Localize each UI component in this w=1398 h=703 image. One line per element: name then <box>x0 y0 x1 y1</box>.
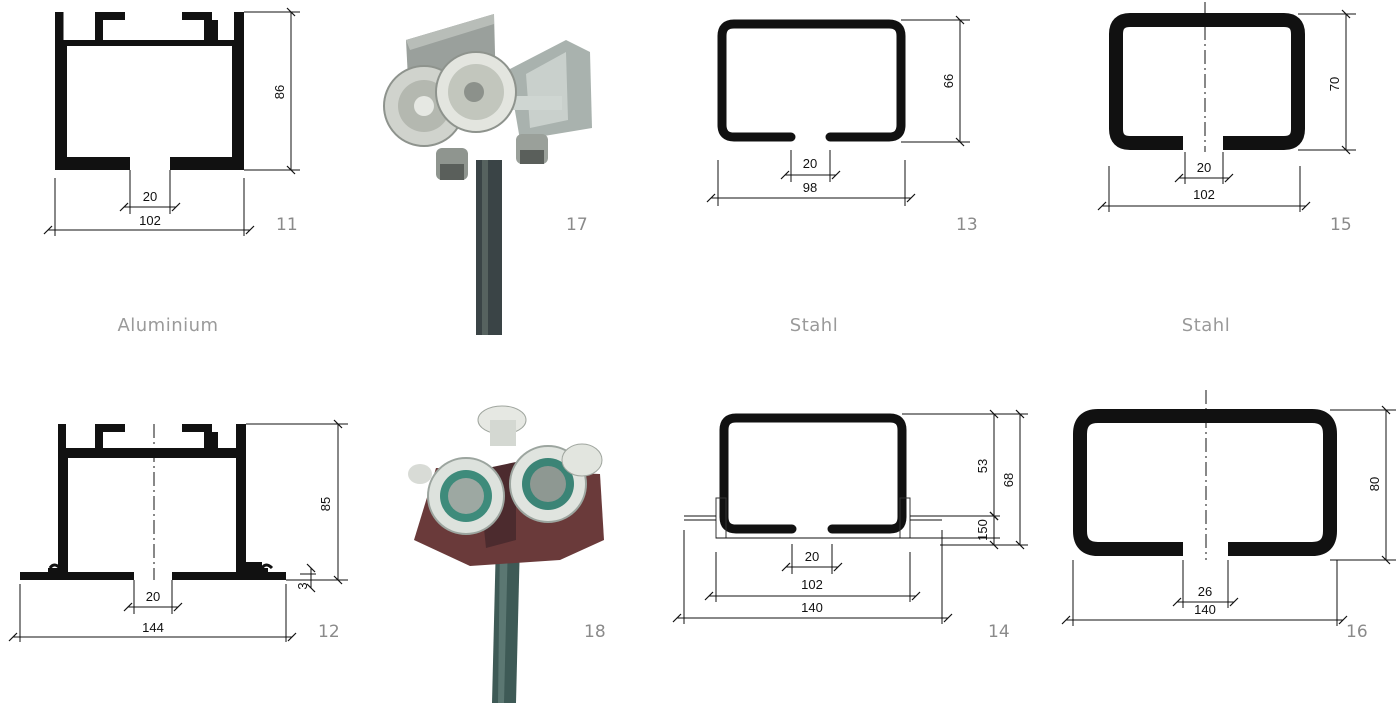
profile-11-shape <box>55 12 244 170</box>
profile-13-steel <box>717 19 906 142</box>
figure-number-17: 17 <box>566 215 588 235</box>
figure-number-11: 11 <box>276 215 298 235</box>
material-label-stahl-1: Stahl <box>790 315 838 336</box>
profile-15-slot: 20 <box>1197 160 1211 175</box>
profile-16-width: 140 <box>1194 602 1216 617</box>
profile-14-height-b: 68 <box>1001 473 1016 487</box>
profile-16-height: 80 <box>1367 477 1382 491</box>
profile-12-height: 85 <box>318 497 333 511</box>
profile-15-shape <box>1109 13 1305 150</box>
figure-number-14: 14 <box>988 622 1010 642</box>
profile-12-aluminium <box>20 424 286 580</box>
profile-11-aluminium <box>55 12 244 170</box>
profile-12-width: 144 <box>142 620 164 635</box>
profile-15-steel <box>1109 2 1305 152</box>
profile-13-slot: 20 <box>803 156 817 171</box>
figure-number-18: 18 <box>584 622 606 642</box>
material-label-stahl-2: Stahl <box>1182 315 1230 336</box>
profile-16-dimensions: 80 26 140 <box>1061 405 1396 626</box>
profile-13-shape <box>717 19 906 142</box>
profile-16-slot: 26 <box>1198 584 1212 599</box>
profile-15-height: 70 <box>1327 77 1342 91</box>
trolley-17-image <box>383 14 592 335</box>
profile-14-height-a: 53 <box>975 459 990 473</box>
profile-13-height: 66 <box>941 74 956 88</box>
profile-14-dimensions: 53 150 68 20 102 140 <box>672 409 1028 624</box>
profile-12-lip: 3 <box>295 582 310 589</box>
profile-11-height: 86 <box>272 85 287 99</box>
profile-15-width: 102 <box>1193 187 1215 202</box>
profile-12-shape <box>20 424 286 580</box>
profile-16-shape <box>1073 409 1337 556</box>
figure-number-15: 15 <box>1330 215 1352 235</box>
profile-14-outer-width: 140 <box>801 600 823 615</box>
profile-16-steel <box>1073 390 1337 560</box>
profile-11-width: 102 <box>139 213 161 228</box>
profile-15-dimensions: 70 20 102 <box>1097 9 1356 212</box>
profile-14-height-c: 150 <box>975 519 990 541</box>
profile-12-slot: 20 <box>146 589 160 604</box>
figure-number-12: 12 <box>318 622 340 642</box>
profile-14-width: 102 <box>801 577 823 592</box>
profile-12-dimensions: 85 3 20 144 <box>8 419 348 642</box>
profile-13-width: 98 <box>803 180 817 195</box>
trolley-18-image <box>408 405 604 703</box>
profile-14-slot: 20 <box>805 549 819 564</box>
profile-14-steel <box>684 413 942 539</box>
figure-number-13: 13 <box>956 215 978 235</box>
profile-14-shape <box>719 413 907 534</box>
figure-number-16: 16 <box>1346 622 1368 642</box>
profile-13-dimensions: 66 20 98 <box>706 15 970 206</box>
profile-11-slot: 20 <box>143 189 157 204</box>
profile-11-dimensions: 86 20 102 <box>43 7 300 236</box>
material-label-aluminium: Aluminium <box>117 315 218 336</box>
